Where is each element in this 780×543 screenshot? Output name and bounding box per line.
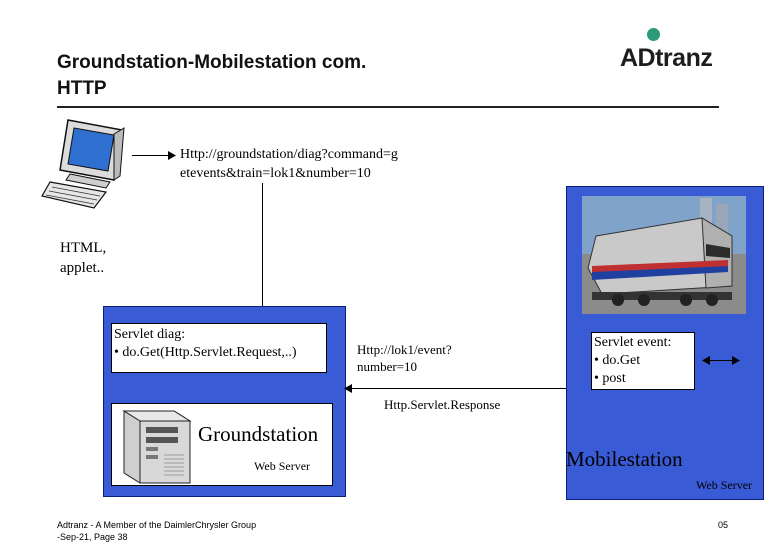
mobilestation-sub: Web Server bbox=[696, 478, 753, 492]
request-url-label: Http://groundstation/diag?command=g etev… bbox=[180, 145, 398, 183]
left-arrowhead-icon bbox=[344, 384, 352, 393]
adtranz-logo: ADtranz bbox=[620, 44, 713, 72]
groundstation-name: Groundstation bbox=[198, 422, 319, 446]
title-line-1: Groundstation-Mobilestation com. bbox=[57, 52, 367, 73]
logo-dot-icon bbox=[647, 28, 660, 41]
response-label: Http.Servlet.Response bbox=[384, 397, 501, 412]
request-connector-line bbox=[262, 183, 263, 333]
html-applet-label: HTML, applet.. bbox=[60, 238, 106, 278]
html-applet-line-2: applet.. bbox=[60, 260, 105, 276]
footer-left: Adtranz - A Member of the DaimlerChrysle… bbox=[57, 519, 256, 543]
mobile-url-line-2: number=10 bbox=[357, 359, 418, 374]
footer-page-number: 05 bbox=[718, 520, 729, 530]
mobilestation-name: Mobilestation bbox=[566, 447, 683, 471]
server-tower-icon bbox=[122, 410, 192, 484]
event-right-arrowhead-icon bbox=[732, 356, 740, 365]
mobile-url-line-1: Http://lok1/event? bbox=[357, 342, 452, 357]
computer-icon bbox=[41, 119, 125, 209]
footer-date-page: -Sep-21, Page 38 bbox=[57, 532, 128, 542]
mobilestation-servlet-title: Servlet event: bbox=[594, 335, 672, 350]
groundstation-sub: Web Server bbox=[254, 459, 311, 473]
request-response-arrow bbox=[348, 388, 584, 389]
header-divider bbox=[57, 106, 719, 108]
request-url-line-1: Http://groundstation/diag?command=g bbox=[180, 147, 398, 162]
title-line-2: HTTP bbox=[57, 78, 107, 99]
slide-title: Groundstation-Mobilestation com. HTTP bbox=[57, 50, 577, 102]
event-arrow bbox=[706, 360, 736, 361]
groundstation-servlet-item: • do.Get(Http.Servlet.Request,..) bbox=[114, 345, 297, 360]
locomotive-photo bbox=[582, 196, 746, 314]
event-left-arrowhead-icon bbox=[702, 356, 710, 365]
footer-company: Adtranz - A Member of the DaimlerChrysle… bbox=[57, 520, 257, 530]
groundstation-servlet-title: Servlet diag: bbox=[114, 327, 186, 342]
mobilestation-servlet-item-2: • post bbox=[594, 371, 626, 386]
html-applet-line-1: HTML, bbox=[60, 240, 107, 256]
mobilestation-servlet-box: Servlet event: • do.Get • post bbox=[591, 332, 695, 390]
groundstation-servlet-box: Servlet diag: • do.Get(Http.Servlet.Requ… bbox=[111, 323, 327, 373]
request-arrowhead-icon bbox=[168, 151, 176, 160]
request-arrow bbox=[132, 155, 172, 156]
mobile-url-label: Http://lok1/event? number=10 bbox=[357, 341, 452, 375]
mobilestation-servlet-item-1: • do.Get bbox=[594, 353, 641, 368]
request-url-line-2: etevents&train=lok1&number=10 bbox=[180, 166, 371, 181]
